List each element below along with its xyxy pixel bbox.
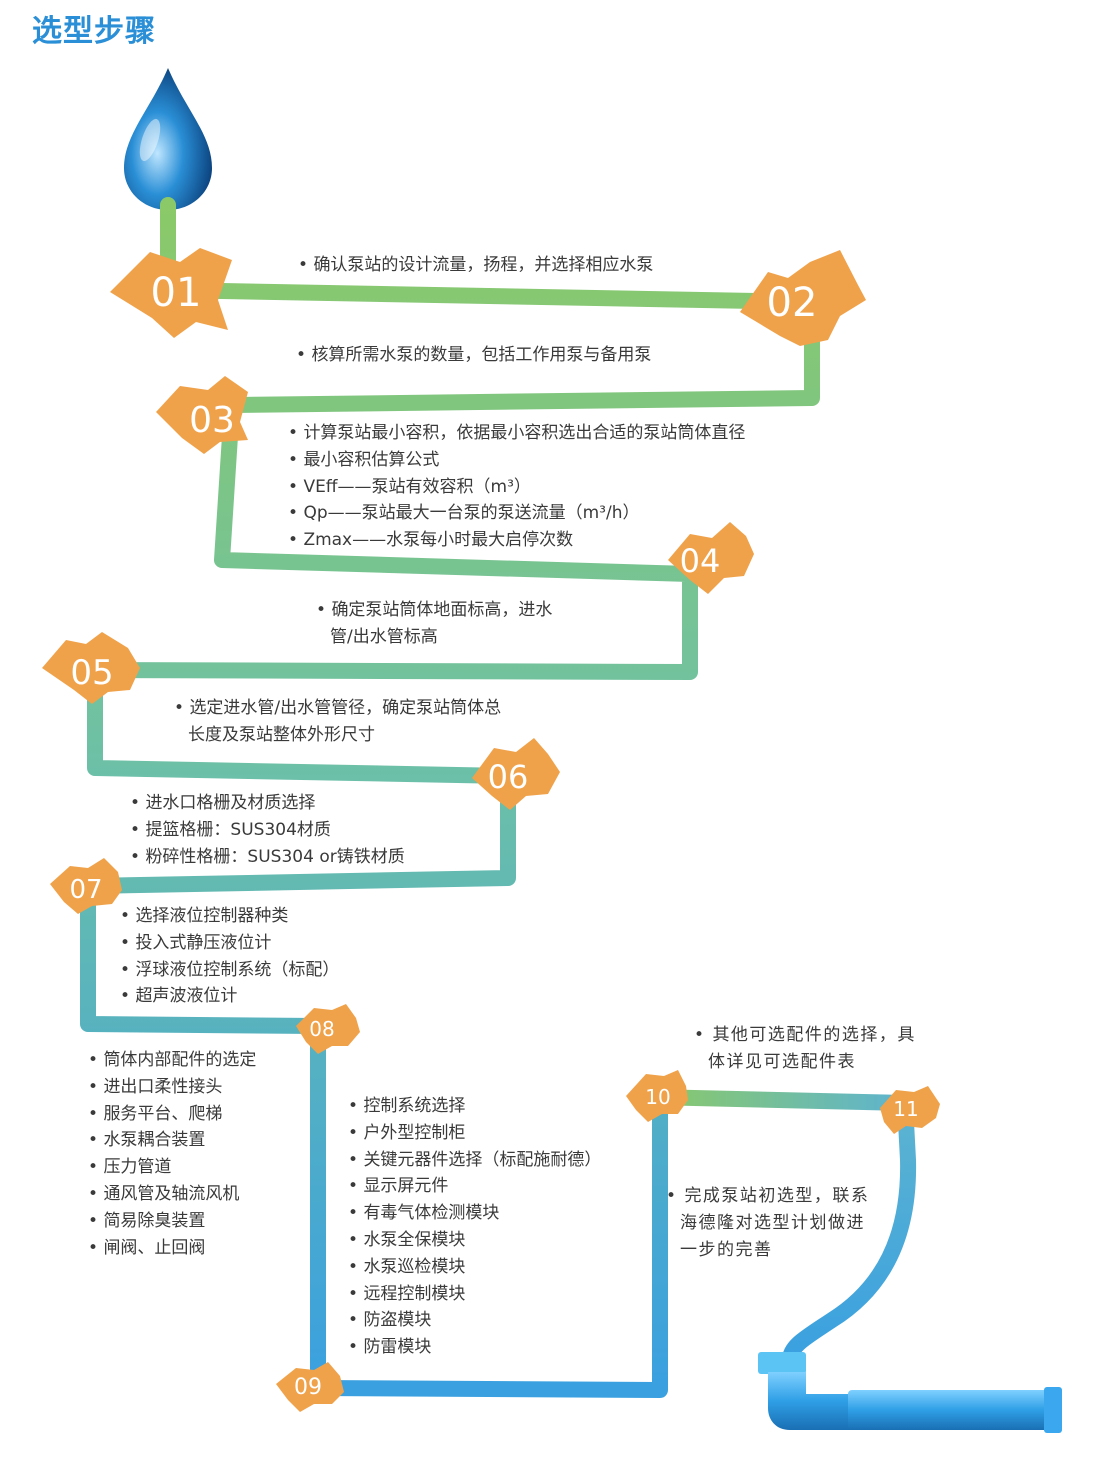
step-05-marker [42, 632, 140, 704]
step-10-label: 10 [645, 1085, 670, 1109]
step-03-marker [156, 376, 248, 454]
note-step-06: 进水口格栅及材质选择 提篮格栅：SUS304材质 粉碎性格栅：SUS304 or… [130, 790, 405, 871]
note-item-cont: 体详见可选配件表 [708, 1051, 856, 1072]
pipe-network [80, 197, 917, 1398]
note-item: 选定进水管/出水管管径，确定泵站筒体总 [174, 695, 501, 722]
note-step-10: 其他可选配件的选择，具 体详见可选配件表 [694, 1022, 916, 1076]
step-markers [42, 248, 940, 1412]
note-item: 选择液位控制器种类 [120, 903, 339, 930]
note-item: 简易除臭装置 [88, 1208, 256, 1235]
step-11-label: 11 [893, 1097, 918, 1121]
note-item-cont: 长度及泵站整体外形尺寸 [188, 724, 375, 745]
note-item: 有毒气体检测模块 [348, 1200, 601, 1227]
step-02-label: 02 [767, 280, 818, 326]
pipe-step10-11 [644, 1089, 913, 1111]
note-item: 显示屏元件 [348, 1173, 601, 1200]
note-step-05: 选定进水管/出水管管径，确定泵站筒体总 长度及泵站整体外形尺寸 [174, 695, 501, 749]
note-item: 控制系统选择 [348, 1093, 601, 1120]
pipe-step11-down [782, 1095, 917, 1368]
step-07-marker [50, 858, 122, 914]
step-02-marker [740, 250, 866, 346]
page-title: 选型步骤 [32, 14, 156, 49]
step-09-label: 09 [294, 1375, 322, 1400]
note-item: 压力管道 [88, 1154, 256, 1181]
note-item: 计算泵站最小容积，依据最小容积选出合适的泵站筒体直径 [288, 420, 745, 447]
note-item: 防雷模块 [348, 1334, 601, 1361]
note-step-03: 计算泵站最小容积，依据最小容积选出合适的泵站筒体直径 最小容积估算公式 VEff… [288, 420, 745, 554]
note-step-01: 确认泵站的设计流量，扬程，并选择相应水泵 [298, 252, 653, 279]
step-06-label: 06 [488, 758, 529, 796]
note-item: 通风管及轴流风机 [88, 1181, 256, 1208]
note-item: 确认泵站的设计流量，扬程，并选择相应水泵 [298, 252, 653, 279]
step-01-label: 01 [151, 270, 202, 316]
note-step-11: 完成泵站初选型，联系 海德隆对选型计划做进 一步的完善 [666, 1183, 869, 1263]
step-06-marker [472, 738, 560, 810]
note-item: 筒体内部配件的选定 [88, 1047, 256, 1074]
note-item: 核算所需水泵的数量，包括工作用泵与备用泵 [296, 342, 651, 369]
note-item: 最小容积估算公式 [288, 447, 745, 474]
note-item: 关键元器件选择（标配施耐德） [348, 1147, 601, 1174]
note-item: 确定泵站筒体地面标高，进水 [316, 597, 552, 624]
drop-highlight [139, 118, 161, 162]
note-item: 防盗模块 [348, 1307, 601, 1334]
step-08-marker [296, 1004, 360, 1054]
note-item: 服务平台、爬梯 [88, 1101, 256, 1128]
note-step-02: 核算所需水泵的数量，包括工作用泵与备用泵 [296, 342, 651, 369]
note-item: 投入式静压液位计 [120, 930, 339, 957]
note-item: 水泵耦合装置 [88, 1127, 256, 1154]
step-01-marker [110, 248, 232, 338]
step-labels: 01 02 03 04 05 06 07 08 09 10 11 [69, 270, 918, 1400]
note-item: 水泵全保模块 [348, 1227, 601, 1254]
note-item: Zmax——水泵每小时最大启停次数 [288, 527, 745, 554]
note-item: 完成泵站初选型，联系 [666, 1183, 869, 1210]
note-step-07: 选择液位控制器种类 投入式静压液位计 浮球液位控制系统（标配） 超声波液位计 [120, 903, 339, 1010]
note-item: 户外型控制柜 [348, 1120, 601, 1147]
outlet-pipe-icon [758, 1352, 1062, 1433]
note-item: 进出口柔性接头 [88, 1074, 256, 1101]
step-07-label: 07 [69, 875, 102, 905]
note-item: 粉碎性格栅：SUS304 or铸铁材质 [130, 844, 404, 871]
note-item: 提篮格栅：SUS304材质 [130, 817, 405, 844]
note-item: 其他可选配件的选择，具 [694, 1022, 916, 1049]
step-10-marker [626, 1070, 688, 1122]
water-drop-icon [124, 68, 212, 210]
step-09-marker [276, 1362, 344, 1412]
note-item: 浮球液位控制系统（标配） [120, 957, 339, 984]
note-item: 水泵巡检模块 [348, 1254, 601, 1281]
note-item: Qp——泵站最大一台泵的泵送流量（m³/h） [288, 500, 745, 527]
note-item: 远程控制模块 [348, 1281, 601, 1308]
note-step-04: 确定泵站筒体地面标高，进水 管/出水管标高 [316, 597, 552, 651]
pipe-main [80, 197, 820, 1398]
note-item: VEff——泵站有效容积（m³） [288, 474, 745, 501]
step-11-marker [880, 1086, 940, 1134]
note-step-08: 筒体内部配件的选定 进出口柔性接头 服务平台、爬梯 水泵耦合装置 压力管道 通风… [88, 1047, 256, 1261]
step-03-label: 03 [189, 400, 235, 441]
note-item-cont: 一步的完善 [680, 1239, 773, 1260]
note-item-cont: 海德隆对选型计划做进 [680, 1212, 865, 1233]
step-08-label: 08 [309, 1017, 334, 1041]
step-05-label: 05 [70, 653, 113, 693]
note-item: 进水口格栅及材质选择 [130, 790, 405, 817]
note-item: 闸阀、止回阀 [88, 1235, 256, 1262]
note-item-cont: 管/出水管标高 [330, 626, 438, 647]
note-item: 超声波液位计 [120, 983, 339, 1010]
note-step-09: 控制系统选择 户外型控制柜 关键元器件选择（标配施耐德） 显示屏元件 有毒气体检… [348, 1093, 601, 1361]
